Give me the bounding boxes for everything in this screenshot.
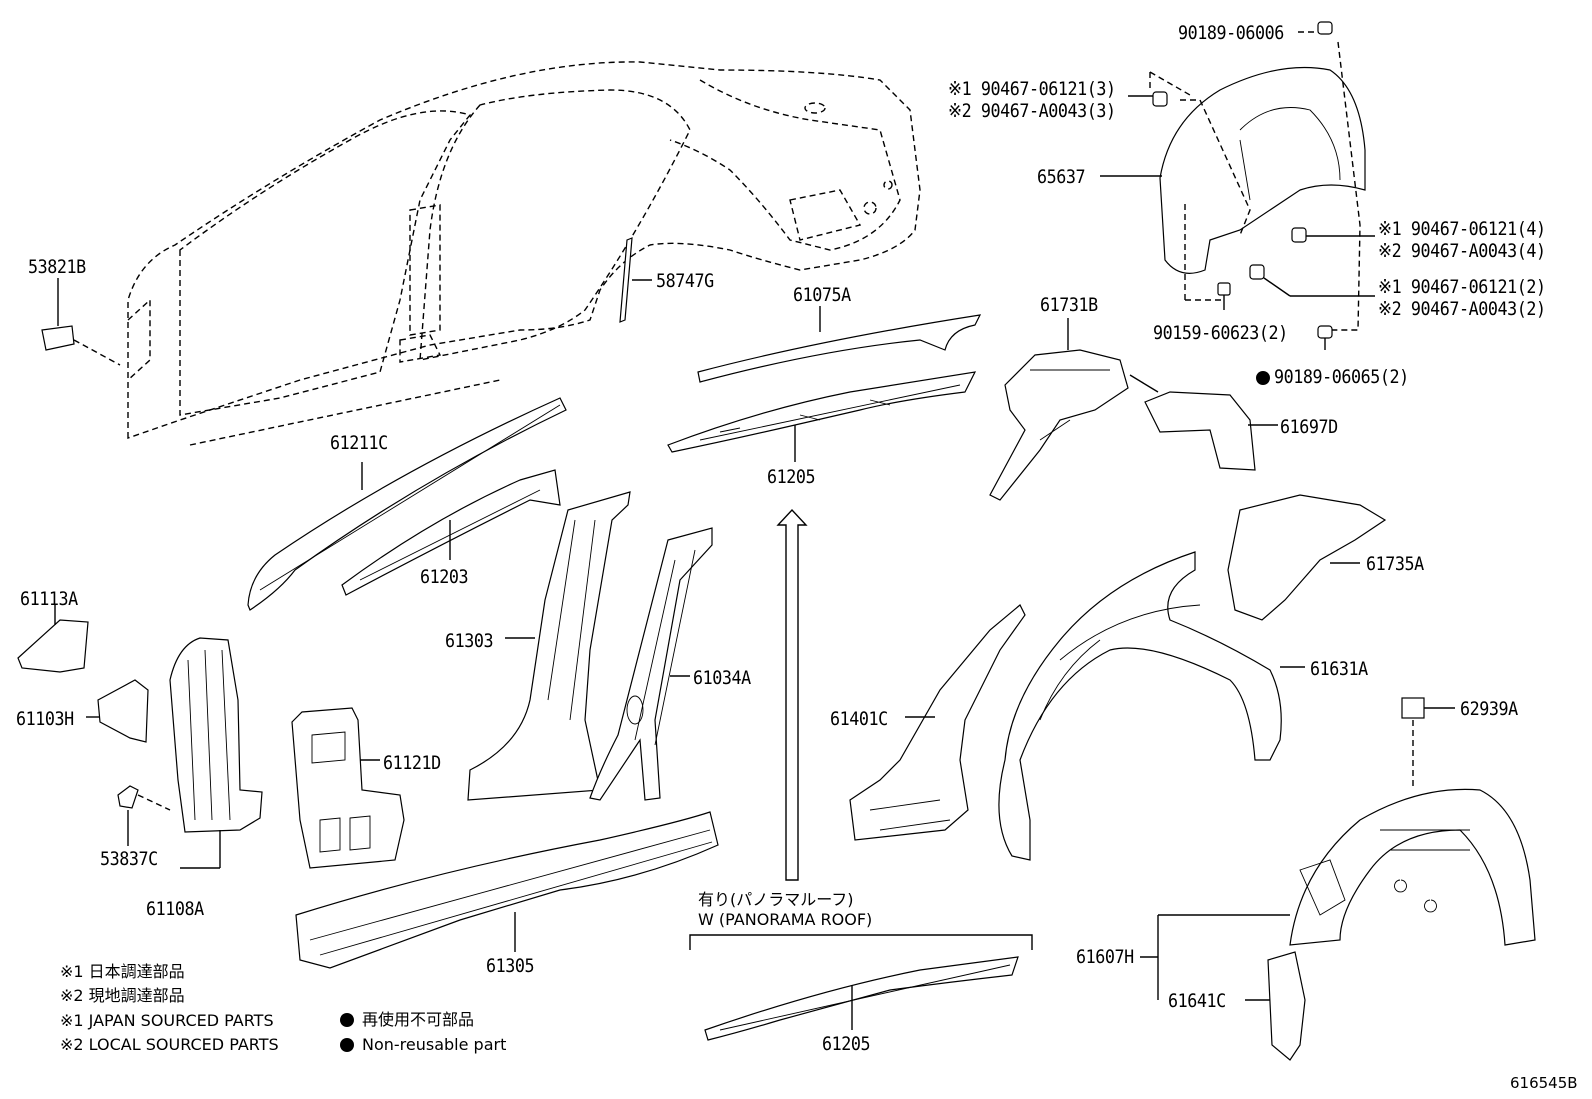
callout-61641C: 61641C: [1168, 990, 1226, 1012]
part-61034A-shape: [589, 527, 713, 801]
panorama-arrow: [776, 508, 808, 881]
part-61103H-shape: [86, 679, 149, 743]
part-61303-shape: [467, 491, 631, 801]
callout-61735A: 61735A: [1366, 553, 1424, 575]
part-61108A-shape: [169, 637, 263, 869]
callout-61305: 61305: [486, 955, 535, 977]
callout-61034A: 61034A: [693, 667, 751, 689]
legend-dot-jp: [340, 1013, 354, 1027]
callout-61631A: 61631A: [1310, 658, 1368, 680]
callout-61303: 61303: [445, 630, 494, 652]
part-61631A-shape: [998, 551, 1305, 861]
part-61211C-shape: [247, 397, 567, 611]
part-61305-shape: [295, 811, 719, 969]
callout-90189-06065: 90189-06065(2): [1274, 366, 1409, 388]
callout-90467-top-1: ※1 90467-06121(3): [948, 78, 1116, 100]
callout-61205-upper: 61205: [767, 466, 816, 488]
callout-61607H: 61607H: [1076, 946, 1134, 968]
panorama-label-en: W (PANORAMA ROOF): [698, 910, 873, 929]
legend-jp-1: ※1 日本調達部品: [60, 962, 185, 981]
legend-non-reusable-jp: 再使用不可部品: [362, 1010, 475, 1029]
callout-90467-top-2: ※2 90467-A0043(3): [948, 100, 1116, 122]
part-53837C-shape: [117, 785, 171, 846]
part-61697D-shape: [1144, 391, 1278, 471]
part-61607H-shape: [1157, 788, 1536, 1000]
callout-61401C: 61401C: [830, 708, 888, 730]
callout-61205-lower: 61205: [822, 1033, 871, 1055]
callout-58747G: 58747G: [656, 270, 714, 292]
part-61121D-shape: [291, 707, 405, 869]
part-61205-upper-shape: [667, 371, 977, 462]
diagram-id: 616545B: [1510, 1074, 1578, 1092]
callout-90159-60623: 90159-60623(2): [1153, 322, 1288, 344]
callout-61075A: 61075A: [793, 284, 851, 306]
part-61641C-shape: [1245, 951, 1306, 1061]
panorama-label-jp: 有り(パノラマルーフ): [698, 890, 854, 909]
part-53821B-shape: [41, 278, 121, 366]
callout-61108A: 61108A: [146, 898, 204, 920]
part-62939A-shape: [1401, 697, 1455, 790]
callout-53821B: 53821B: [28, 256, 86, 278]
callout-61121D: 61121D: [383, 752, 441, 774]
callout-65637: 65637: [1037, 166, 1086, 188]
part-61735A-shape: [1227, 494, 1387, 621]
callout-90467-low-1: ※1 90467-06121(2): [1378, 276, 1546, 298]
part-61113A-shape: [17, 605, 89, 673]
callout-90467-low-2: ※2 90467-A0043(2): [1378, 298, 1546, 320]
part-58747G-shape: [619, 237, 652, 323]
part-61731B-shape: [989, 318, 1129, 501]
callout-90189-06006: 90189-06006: [1178, 22, 1284, 44]
part-61203-shape: [341, 469, 561, 596]
non-reusable-dot: [1256, 371, 1270, 385]
callout-61203: 61203: [420, 566, 469, 588]
legend-dot-en: [340, 1038, 354, 1052]
callout-90467-mid-2: ※2 90467-A0043(4): [1378, 240, 1546, 262]
callout-62939A: 62939A: [1460, 698, 1518, 720]
legend-non-reusable-en: Non-reusable part: [362, 1035, 507, 1054]
legend-en-1: ※1 JAPAN SOURCED PARTS: [60, 1011, 274, 1030]
callout-61697D: 61697D: [1280, 416, 1338, 438]
callout-61211C: 61211C: [330, 432, 388, 454]
part-61205-lower-shape: [689, 934, 1033, 1041]
callout-61731B: 61731B: [1040, 294, 1098, 316]
callout-53837C: 53837C: [100, 848, 158, 870]
legend-jp-2: ※2 現地調達部品: [60, 986, 185, 1005]
callout-61113A: 61113A: [20, 588, 78, 610]
legend-en-2: ※2 LOCAL SOURCED PARTS: [60, 1035, 279, 1054]
part-61401C-shape: [849, 604, 1026, 841]
part-61075A-shape: [697, 306, 982, 383]
callout-61103H: 61103H: [16, 708, 74, 730]
body-side-outer-outline: [127, 61, 921, 446]
part-65637-shape: [1100, 21, 1375, 385]
callout-90467-mid-1: ※1 90467-06121(4): [1378, 218, 1546, 240]
